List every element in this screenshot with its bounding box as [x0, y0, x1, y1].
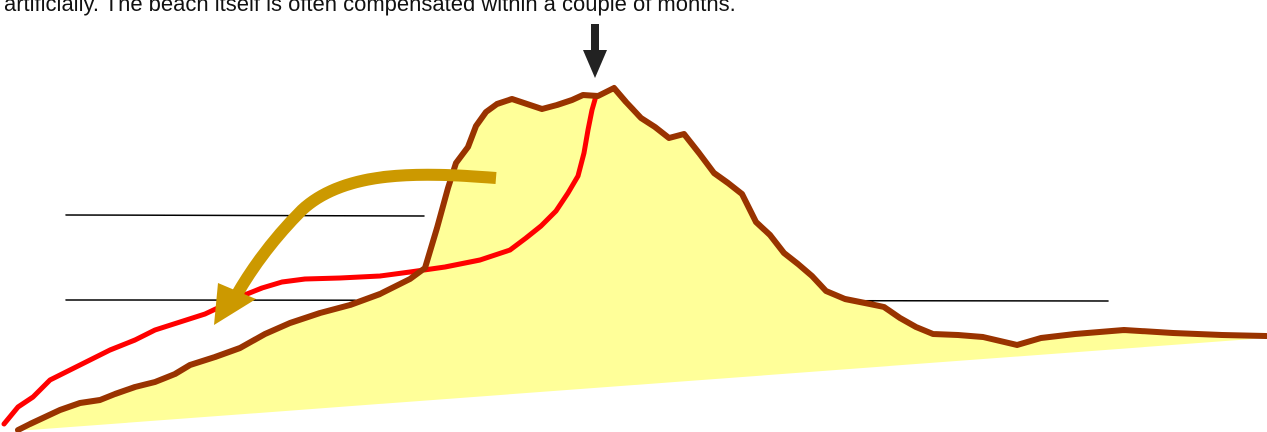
caption-text: artificially. The beach itself is often … [4, 0, 736, 16]
curved-arrow-head [214, 283, 256, 325]
down-arrow-icon [591, 24, 599, 54]
upper-water-level-line [65, 214, 425, 217]
sand-body [18, 88, 1266, 430]
new-profile-line [1, 93, 599, 427]
original-profile-line [15, 85, 1267, 432]
curved-arrow-icon [230, 168, 497, 299]
down-arrow-head [583, 50, 607, 78]
